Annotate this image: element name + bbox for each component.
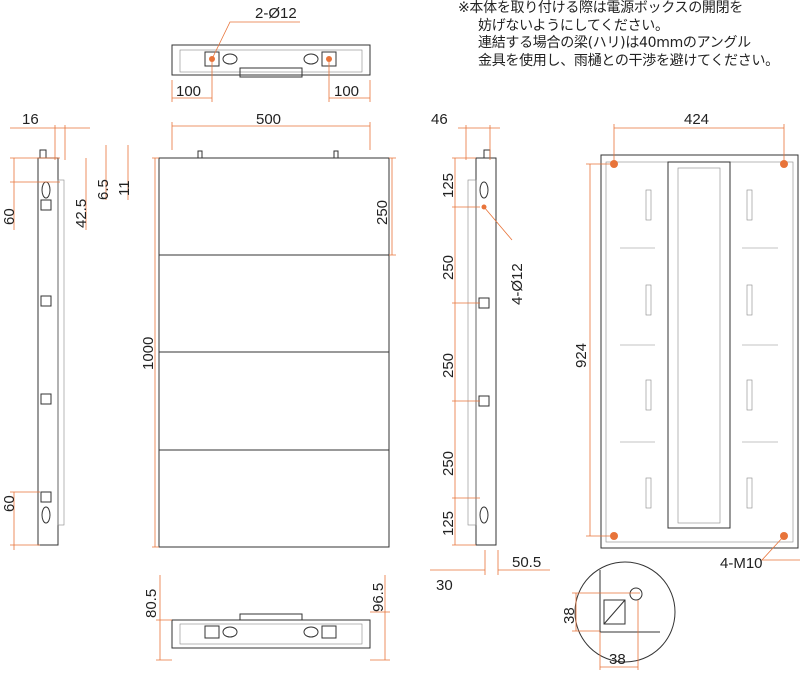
bottom-right: 96.5 [370, 583, 387, 612]
note-line: 連結する場合の梁(ハリ)は40mmのアングル [478, 35, 751, 51]
pitch: 125 [440, 511, 457, 536]
corner-detail: 38 38 [561, 561, 676, 670]
back-view: 424 924 4-M10 [573, 111, 800, 572]
detail-height: 38 [561, 607, 578, 624]
top-right-offset: 100 [334, 83, 359, 100]
left-d1: 42.5 [73, 199, 90, 228]
left-top-hole: 60 [1, 208, 18, 225]
left-d3: 11 [116, 180, 133, 196]
right-depth: 46 [431, 111, 448, 128]
right-bottom-b: 50.5 [512, 554, 541, 571]
bottom-left: 80.5 [143, 589, 160, 618]
back-width: 424 [684, 111, 709, 128]
back-bolt-label: 4-M10 [720, 555, 763, 572]
front-panel-height: 250 [374, 200, 391, 225]
note-line: 金具を使用し、雨樋との干渉を避けてください。 [478, 52, 779, 69]
back-height: 924 [573, 343, 590, 368]
top-hole-label: 2-Ø12 [255, 5, 297, 22]
note-line: ※本体を取り付ける際は電源ボックスの開閉を [458, 0, 744, 16]
pitch: 250 [440, 353, 457, 378]
installation-note: ※本体を取り付ける際は電源ボックスの開閉を 妨げないようにしてください。 連結す… [458, 0, 779, 70]
pitch: 250 [440, 255, 457, 280]
right-bottom-a: 30 [436, 577, 453, 594]
left-d2: 6.5 [95, 179, 112, 200]
left-bottom-hole: 60 [1, 495, 18, 512]
front-view: 500 250 1000 [140, 111, 396, 548]
bottom-view: 80.5 96.5 [143, 575, 390, 661]
top-left-offset: 100 [176, 83, 201, 100]
pitch: 125 [440, 173, 457, 198]
front-height: 1000 [140, 337, 157, 370]
right-hole-label: 4-Ø12 [509, 263, 526, 305]
left-depth: 16 [22, 111, 39, 128]
pitch: 250 [440, 451, 457, 476]
right-side-view: 46 4-Ø12 125 250 250 250 125 30 50.5 [430, 111, 550, 594]
top-view: 2-Ø12 100 100 [171, 5, 371, 102]
detail-width: 38 [609, 651, 626, 668]
left-side-view: 16 60 42.5 6.5 11 60 [1, 111, 133, 550]
front-width: 500 [256, 111, 281, 128]
note-line: 妨げないようにしてください。 [478, 17, 669, 34]
